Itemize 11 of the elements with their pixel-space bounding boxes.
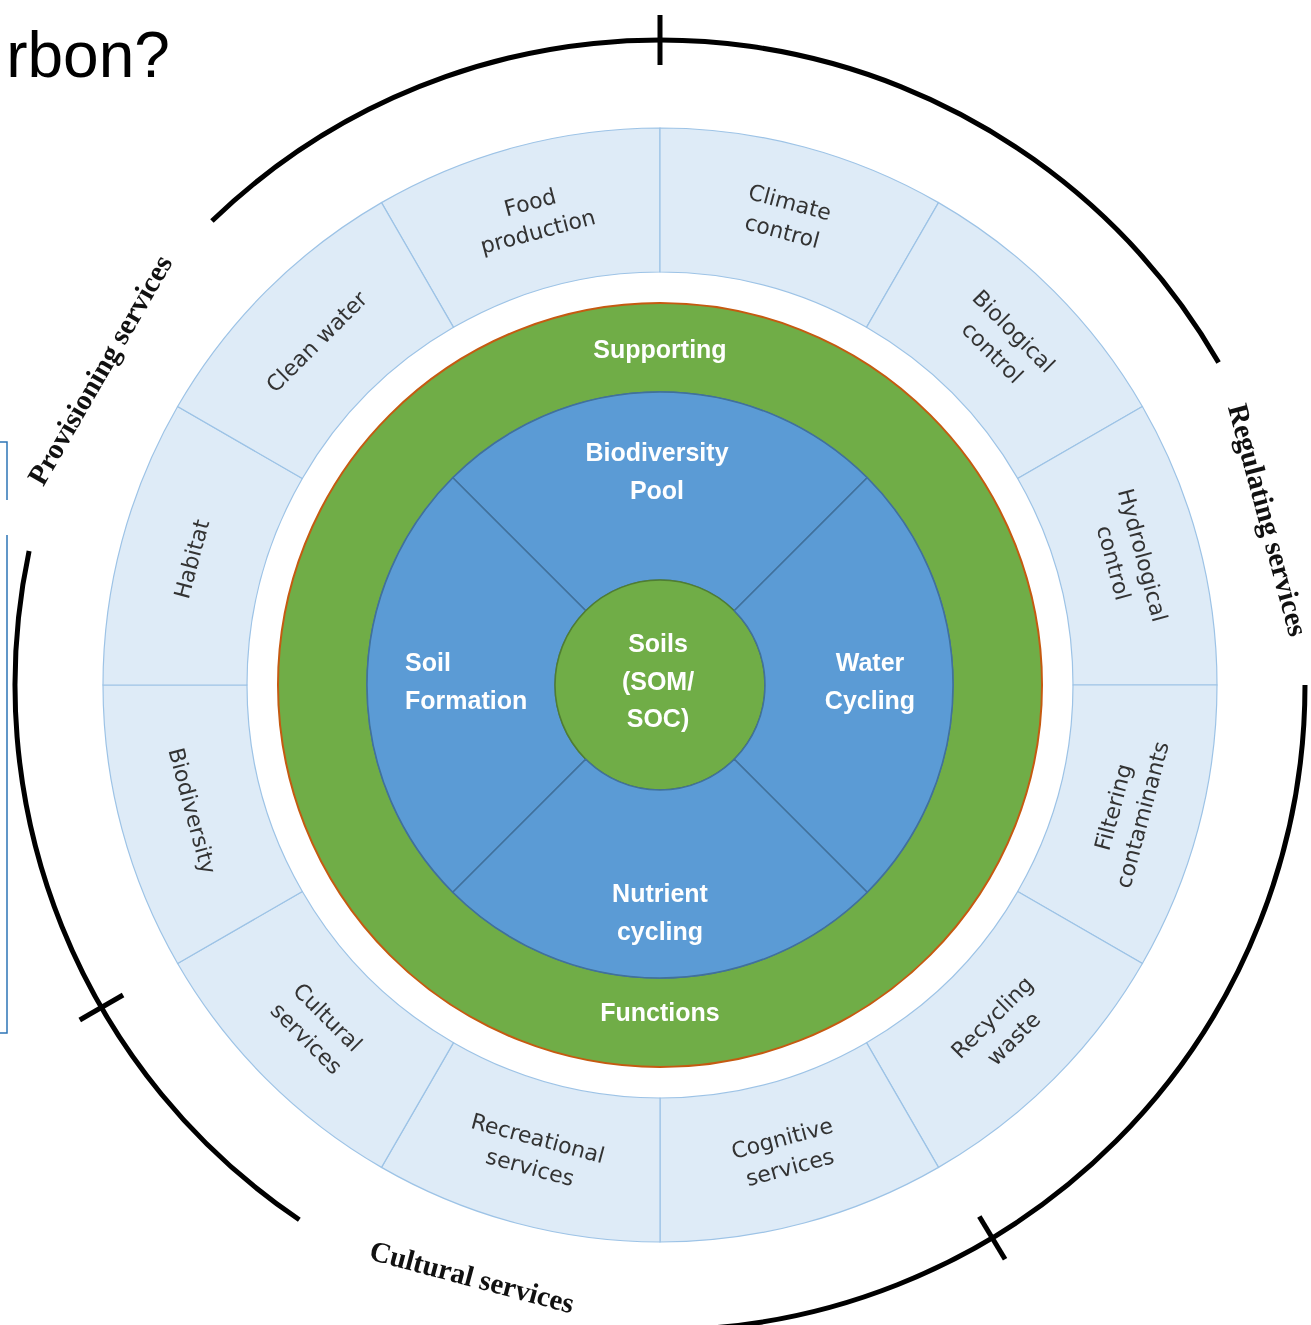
title-text: rbon? xyxy=(6,18,170,92)
sector-label: Water Cycling xyxy=(823,646,917,716)
center-label: Soils (SOM/ SOC) xyxy=(620,627,696,734)
sector-label: Nutrient cycling xyxy=(611,877,709,947)
segment-label: Habitat xyxy=(167,516,215,604)
segment-label: Cognitive services xyxy=(727,1112,838,1194)
ring-label: Supporting xyxy=(592,334,728,366)
segment-label: Climate control xyxy=(740,177,835,255)
ring-label: Functions xyxy=(599,997,721,1029)
sector-label: Soil Formation xyxy=(405,646,529,715)
sector-label: Biodiversity Pool xyxy=(584,436,730,505)
